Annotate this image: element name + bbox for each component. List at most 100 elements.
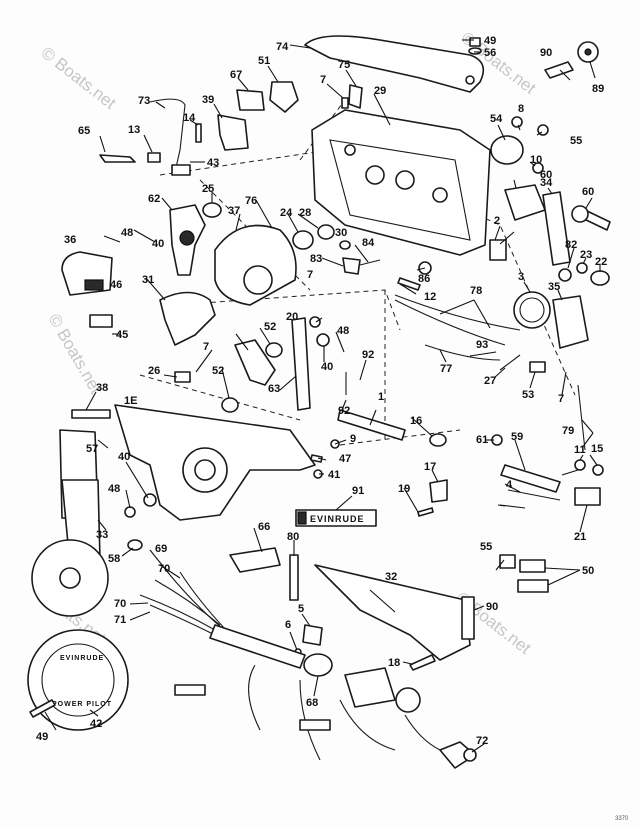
callout-1: 1 xyxy=(378,391,384,403)
page-code: 3370 xyxy=(615,816,629,822)
screw-18 xyxy=(409,654,436,671)
callout-88: 90 xyxy=(540,47,552,59)
callout-48: 48 xyxy=(121,227,133,239)
callout-48b: 48 xyxy=(337,325,349,337)
callout-76: 75 xyxy=(338,59,350,71)
screw xyxy=(341,97,349,109)
callout-83: 83 xyxy=(310,253,322,265)
disc-caption: POWER PILOT xyxy=(52,701,112,708)
clip-26 xyxy=(174,371,191,383)
callout-31: 31 xyxy=(142,274,154,286)
harness-lead xyxy=(404,714,441,751)
callout-35: 35 xyxy=(548,281,560,293)
housing-boss xyxy=(365,165,385,185)
bushing xyxy=(292,230,314,250)
switch-35 xyxy=(552,295,589,349)
switch-bracket xyxy=(217,114,249,151)
callout-91b: 92 xyxy=(338,405,350,417)
callout-24: 24 xyxy=(280,207,293,219)
callout-2: 2 xyxy=(494,215,500,227)
callout-7b: 7 xyxy=(307,269,313,281)
harness-cable xyxy=(209,624,306,669)
nut-54 xyxy=(529,361,546,373)
callout-9: 9 xyxy=(350,433,356,445)
callout-22: 22 xyxy=(595,256,607,268)
throttle-link xyxy=(159,291,216,346)
callout-54: 53 xyxy=(522,389,534,401)
callout-80: 79 xyxy=(562,425,574,437)
handle-knob-hub xyxy=(59,567,81,589)
decal-disc xyxy=(27,629,129,731)
spacer xyxy=(265,342,283,358)
wire-bundle xyxy=(139,571,227,636)
screw xyxy=(124,506,136,518)
spacer xyxy=(147,152,161,163)
callout-92: 93 xyxy=(476,339,488,351)
callout-3: 3 xyxy=(518,271,524,283)
lever-94 xyxy=(234,339,276,386)
screw-50 xyxy=(29,699,56,718)
callout-65: 63 xyxy=(268,383,280,395)
callout-19: 19 xyxy=(398,483,410,495)
bracket-52 xyxy=(269,81,299,113)
switch-68 xyxy=(236,89,265,111)
callout-16: 16 xyxy=(410,415,422,427)
callout-21: 21 xyxy=(574,531,586,543)
nameplate-logo xyxy=(297,511,307,525)
callout-37: 37 xyxy=(228,205,240,217)
connector-45 xyxy=(89,314,113,328)
screw-12 xyxy=(397,277,421,291)
pin-4 xyxy=(507,489,561,501)
wire-78 xyxy=(424,344,501,361)
clip-5 xyxy=(302,624,323,646)
callout-20: 20 xyxy=(286,311,298,323)
callout-49: 49 xyxy=(484,35,496,47)
callout-84: 84 xyxy=(362,237,375,249)
callout-57: 56 xyxy=(484,47,496,59)
callout-42: 42 xyxy=(90,718,102,730)
callout-18: 18 xyxy=(388,657,400,669)
spacer xyxy=(221,397,239,413)
clips-51 xyxy=(517,579,549,593)
harness-lead xyxy=(339,699,396,751)
callout-13: 13 xyxy=(128,124,140,136)
callout-59: 55 xyxy=(570,135,582,147)
housing-boss xyxy=(344,144,356,156)
key-head xyxy=(571,205,589,223)
cable-79 xyxy=(394,294,521,331)
callout-78: 77 xyxy=(440,363,452,375)
nut xyxy=(309,316,321,328)
nameplate-text: EVINRUDE xyxy=(310,514,365,524)
callout-71: 70 xyxy=(158,563,170,575)
callout-56: 55 xyxy=(480,541,492,553)
connector-67 xyxy=(229,547,281,573)
nut-8 xyxy=(511,116,523,128)
cover-tab xyxy=(461,596,475,640)
callout-7d: 7 xyxy=(558,393,564,405)
bushing xyxy=(127,539,143,551)
toggle-switch xyxy=(489,239,507,261)
key-88 xyxy=(544,61,574,79)
callout-87: 89 xyxy=(592,83,604,95)
callout-82: 82 xyxy=(565,239,577,251)
callout-70: 69 xyxy=(155,543,167,555)
callout-50: 49 xyxy=(36,731,48,743)
callout-63: 60 xyxy=(540,169,552,181)
callout-75: 74 xyxy=(276,41,289,53)
callout-47: 46 xyxy=(110,279,122,291)
connector-69 xyxy=(303,653,333,677)
pin xyxy=(195,123,202,143)
callout-7c: 7 xyxy=(203,341,209,353)
cover-hub-inner xyxy=(194,459,216,481)
callout-26: 26 xyxy=(148,365,160,377)
gauge-face xyxy=(519,297,545,323)
rod-80 xyxy=(577,384,586,451)
spring-wire xyxy=(149,98,186,173)
callout-58: 57 xyxy=(86,443,98,455)
harness-lead xyxy=(248,664,261,731)
callout-6: 6 xyxy=(285,619,291,631)
decal-disc-ring xyxy=(41,643,115,717)
disc-brand: EVINRUDE xyxy=(60,655,104,662)
washer xyxy=(143,493,157,507)
pin-46 xyxy=(310,454,323,463)
